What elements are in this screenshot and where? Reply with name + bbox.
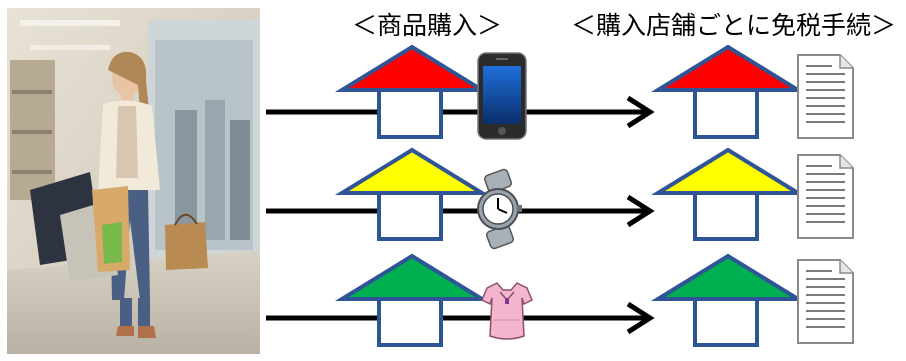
purchase-heading: ＜商品購入＞ bbox=[352, 11, 503, 40]
arrow-head bbox=[626, 301, 655, 335]
arrow-head bbox=[626, 95, 655, 129]
tax-free-store-house-icon bbox=[650, 253, 806, 347]
document-icon bbox=[797, 154, 854, 239]
tax-free-store-house-icon bbox=[650, 147, 806, 241]
store-house-icon bbox=[334, 44, 490, 139]
store-house-icon bbox=[334, 147, 490, 241]
tax-free-store-house-icon bbox=[650, 44, 806, 139]
smartphone-icon bbox=[477, 52, 527, 140]
document-icon bbox=[797, 259, 854, 344]
document-icon bbox=[797, 54, 854, 139]
woman-with-shopping-bags-photo bbox=[7, 8, 260, 354]
dress-icon bbox=[481, 282, 533, 340]
arrow-head bbox=[626, 194, 655, 228]
purchase-row-3 bbox=[266, 253, 854, 347]
tax-free-procedure-heading: ＜購入店舗ごとに免税手続＞ bbox=[571, 11, 897, 40]
wristwatch-icon bbox=[477, 168, 522, 250]
purchase-row-1 bbox=[266, 44, 854, 140]
store-house-icon bbox=[334, 253, 490, 347]
purchase-row-2 bbox=[266, 147, 854, 250]
